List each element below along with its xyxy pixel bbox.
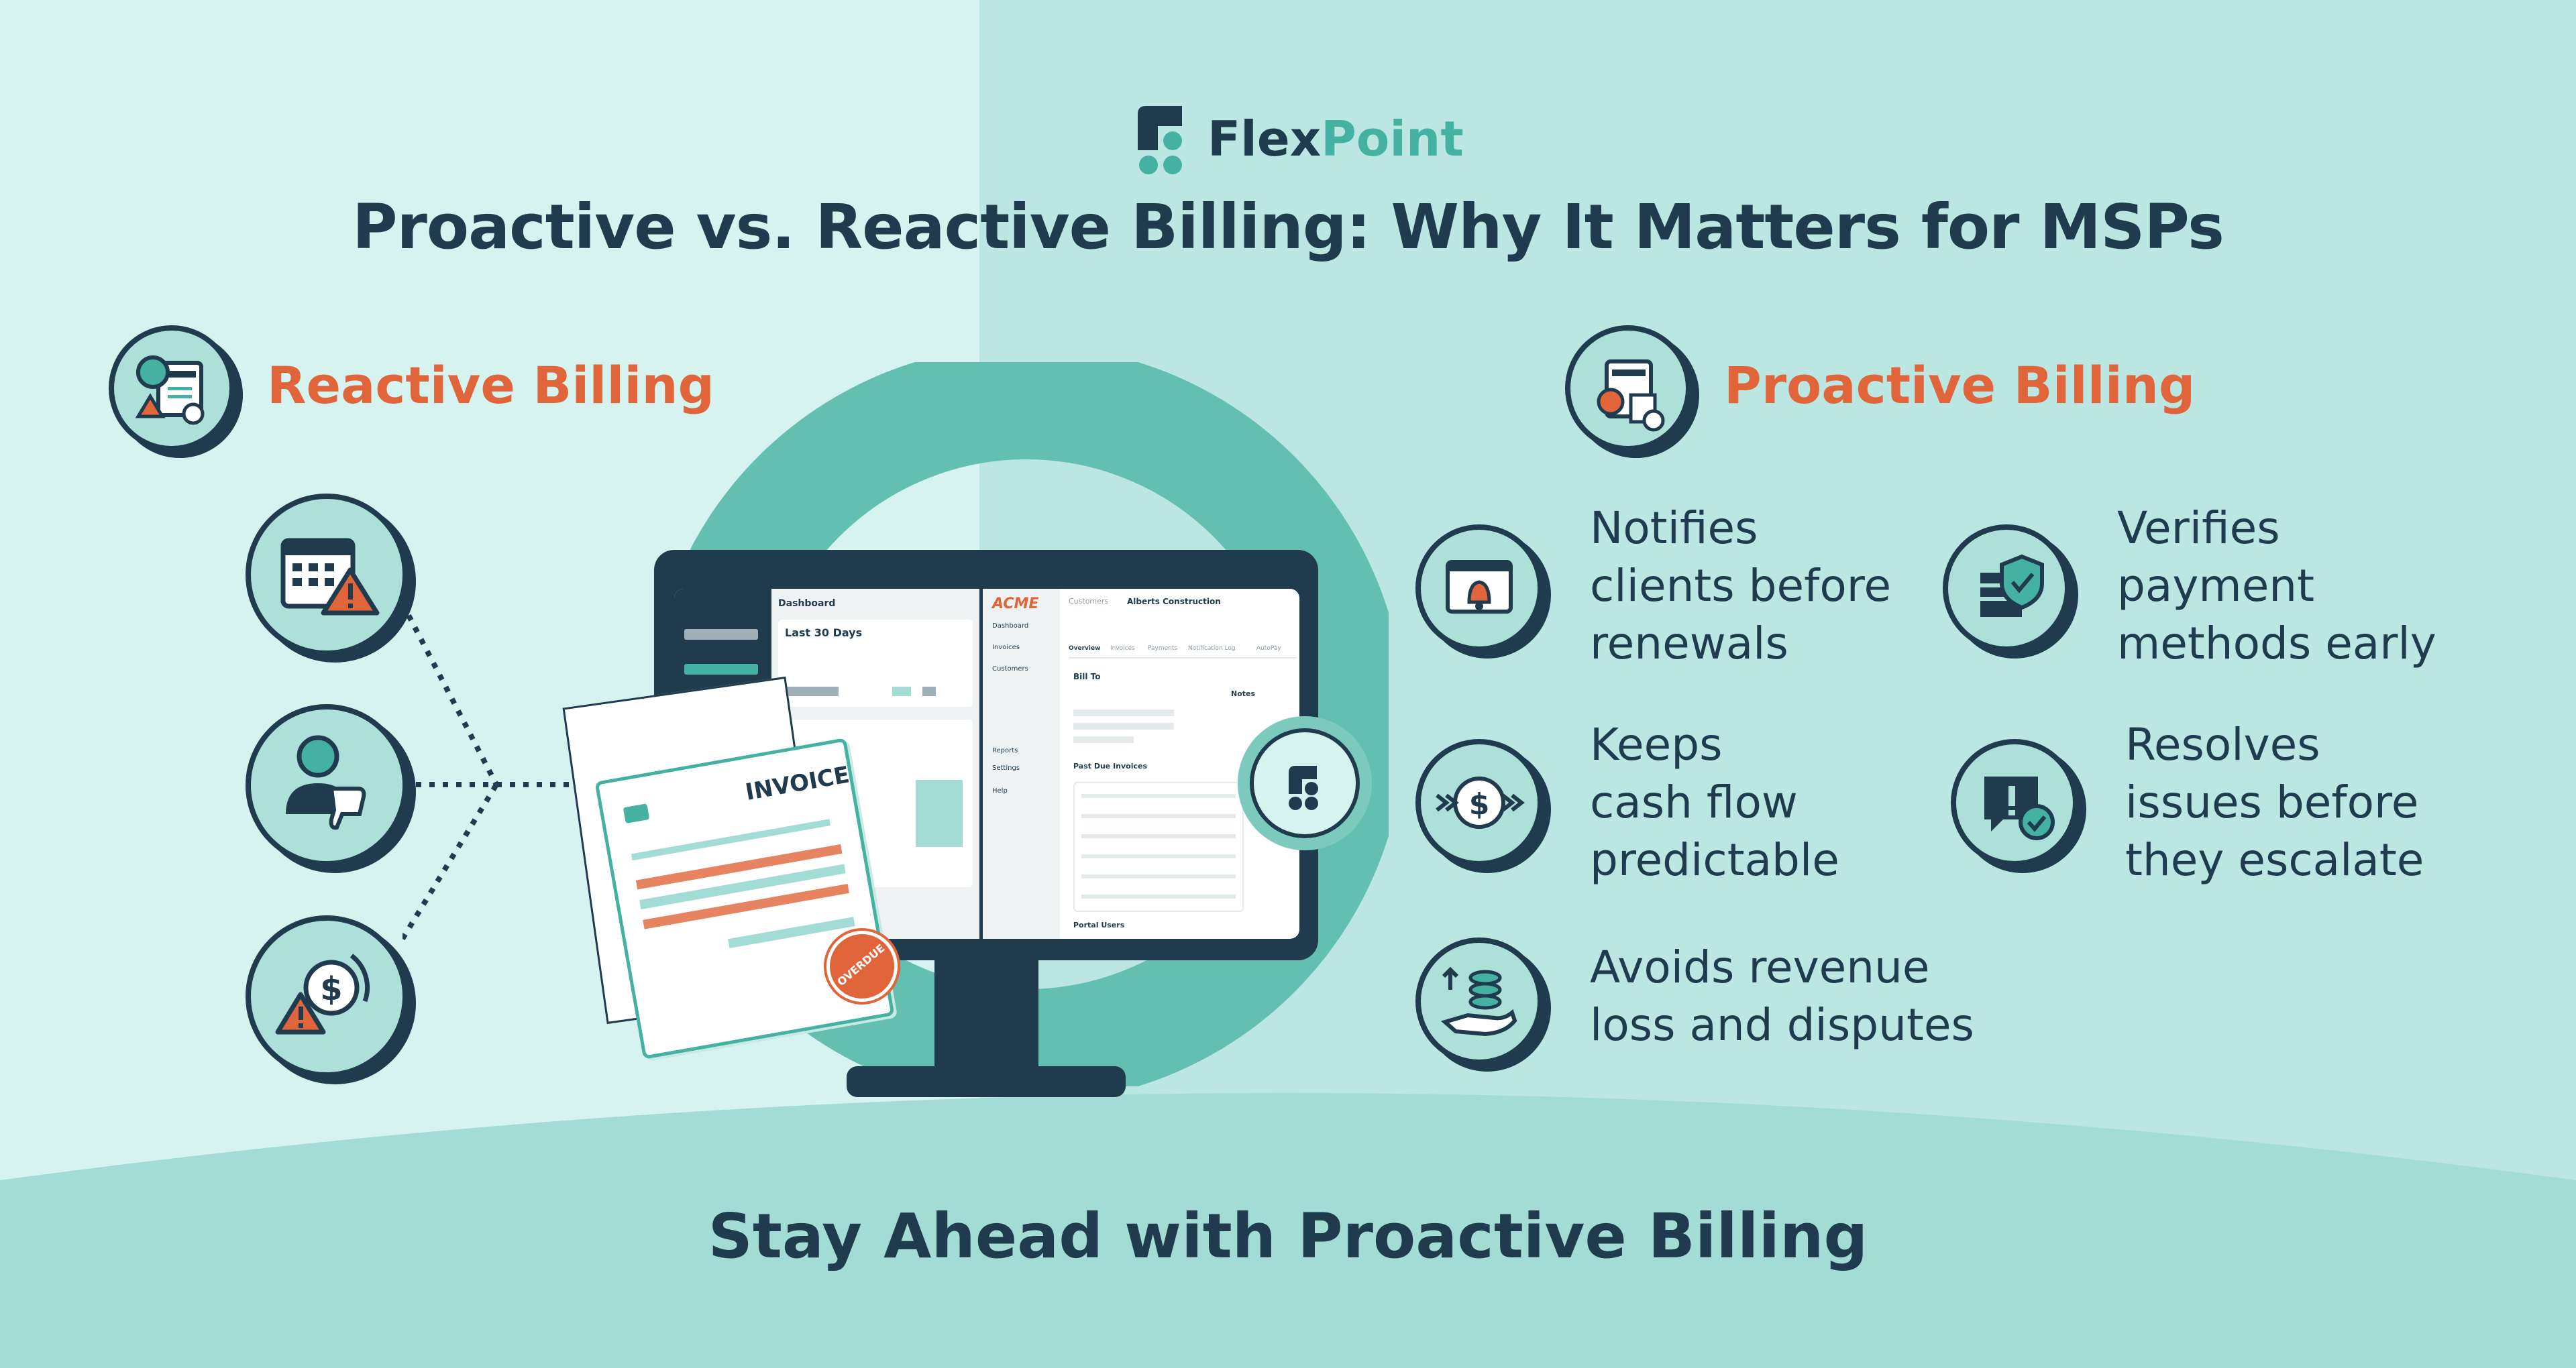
feature-resolves-line2: issues before	[2125, 777, 2419, 828]
tab-payments[interactable]: Payments	[1148, 645, 1178, 652]
feature-avoids-line2: loss and disputes	[1590, 999, 1974, 1051]
monitor-base	[847, 1066, 1126, 1097]
monitor-stand	[934, 959, 1038, 1073]
invoice-document: INVOICE	[594, 738, 895, 1060]
dashboard-subtitle: Last 30 Days	[785, 626, 863, 639]
nav-customers[interactable]: Customers	[992, 665, 1028, 673]
past-due-table	[1073, 782, 1244, 912]
feature-verifies: Verifies payment methods early	[2117, 500, 2436, 673]
customer-nav: ACME Dashboard Invoices Customers Report…	[983, 589, 1060, 939]
nav-help[interactable]: Help	[992, 787, 1008, 795]
feature-verifies-line1: Verifies	[2117, 502, 2280, 554]
notification-bell-icon	[1415, 524, 1543, 652]
nav-dashboard[interactable]: Dashboard	[992, 622, 1029, 630]
invoice-label: INVOICE	[743, 761, 852, 807]
connector-lines	[402, 602, 604, 941]
feature-cash-flow-line2: cash flow	[1590, 777, 1798, 828]
feature-avoids: Avoids revenue loss and disputes	[1590, 939, 1974, 1054]
feature-notifies-line3: renewals	[1590, 618, 1788, 669]
past-due-label: Past Due Invoices	[1073, 762, 1148, 771]
tab-invoices[interactable]: Invoices	[1110, 645, 1135, 652]
customer-tabs: Overview Invoices Payments Notification …	[1069, 642, 1297, 659]
flexpoint-badge-icon	[1250, 728, 1360, 838]
dashboard-title: Dashboard	[778, 598, 836, 609]
calendar-warning-icon	[246, 494, 408, 656]
hand-coins-icon	[1415, 937, 1543, 1065]
svg-text:$: $	[320, 970, 342, 1008]
feature-cash-flow: Keeps cash flow predictable	[1590, 716, 1839, 889]
brand-name-part1: Flex	[1208, 111, 1322, 167]
customer-name: Alberts Construction	[1127, 597, 1221, 606]
user-thumbs-down-icon	[246, 704, 408, 866]
page-title: Proactive vs. Reactive Billing: Why It M…	[352, 191, 2224, 263]
nav-settings[interactable]: Settings	[992, 764, 1020, 772]
feature-cash-flow-line3: predictable	[1590, 834, 1839, 886]
feature-notifies-line1: Notifies	[1590, 502, 1758, 554]
brand-logo-icon	[1138, 106, 1185, 178]
nav-invoices[interactable]: Invoices	[992, 644, 1020, 651]
svg-text:$: $	[1469, 787, 1490, 821]
feature-resolves-line1: Resolves	[2125, 719, 2320, 771]
brand-name-part2: Point	[1321, 111, 1464, 167]
breadcrumb[interactable]: Customers	[1069, 597, 1109, 606]
reactive-invoice-warning-icon	[109, 325, 235, 451]
proactive-heading: Proactive Billing	[1724, 355, 2196, 415]
feature-resolves-line3: they escalate	[2125, 834, 2424, 886]
nav-reports[interactable]: Reports	[992, 747, 1018, 754]
proactive-invoice-check-icon	[1565, 325, 1691, 451]
feature-notifies: Notifies clients before renewals	[1590, 500, 1891, 673]
tab-autopay[interactable]: AutoPay	[1256, 645, 1281, 652]
flexpoint-badge	[1238, 716, 1372, 850]
verified-card-shield-icon	[1943, 524, 2070, 652]
dollar-gear-warning-icon: $	[246, 915, 408, 1078]
overdue-stamp-text: OVERDUE	[835, 942, 888, 989]
portal-users-label: Portal Users	[1073, 921, 1125, 929]
bill-to-label: Bill To	[1073, 672, 1101, 681]
reactive-heading: Reactive Billing	[267, 355, 714, 415]
feature-cash-flow-line1: Keeps	[1590, 719, 1723, 771]
tab-overview[interactable]: Overview	[1069, 645, 1101, 652]
feature-avoids-line1: Avoids revenue	[1590, 942, 1930, 993]
brand-name: FlexPoint	[1208, 111, 1464, 167]
feature-notifies-line2: clients before	[1590, 560, 1892, 612]
feature-verifies-line2: payment	[2117, 560, 2315, 612]
tab-notification-log[interactable]: Notification Log	[1188, 645, 1236, 652]
acme-logo: ACME	[992, 595, 1039, 612]
dashboard-card: Last 30 Days	[778, 620, 973, 707]
feature-verifies-line3: methods early	[2117, 618, 2436, 669]
feature-resolves: Resolves issues before they escalate	[2125, 716, 2424, 889]
notes-label: Notes	[1231, 689, 1256, 698]
dollar-flow-icon: $	[1415, 739, 1543, 866]
footer-tagline: Stay Ahead with Proactive Billing	[708, 1200, 1868, 1272]
alert-resolved-icon	[1951, 739, 2078, 866]
